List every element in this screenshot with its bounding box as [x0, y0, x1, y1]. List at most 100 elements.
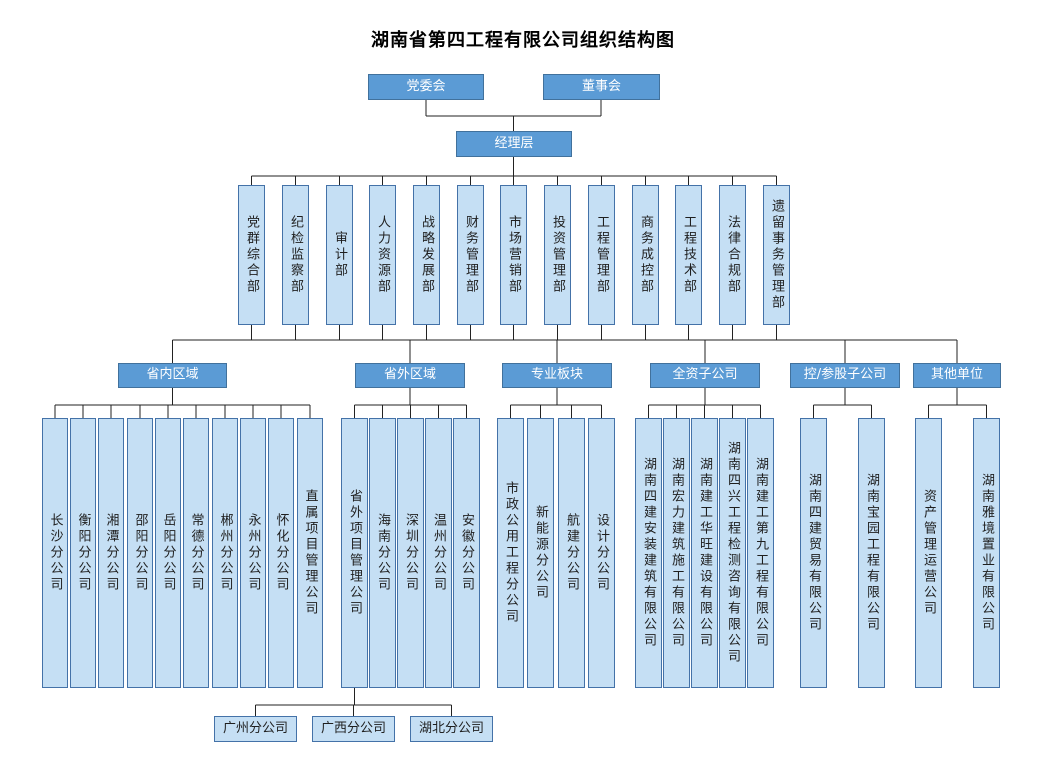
- node-label: 审计部: [332, 231, 347, 279]
- branch-box: 深圳分公司: [397, 418, 424, 688]
- node-label: 永州分公司: [245, 513, 261, 593]
- node-label: 湖南四兴工程检测咨询有限公司: [725, 441, 740, 665]
- department-box: 工程技术部: [675, 185, 702, 325]
- node-label: 深圳分公司: [403, 513, 418, 593]
- node-label: 纪检监察部: [288, 215, 303, 295]
- branch-box: 海南分公司: [369, 418, 396, 688]
- branch-box: 航建分公司: [558, 418, 585, 688]
- branch-box: 长沙分公司: [42, 418, 68, 688]
- branch-box: 广州分公司: [214, 716, 297, 742]
- group-header-other: 其他单位: [913, 363, 1001, 388]
- subsidiary-box: 湖南四建安装建筑有限公司: [635, 418, 662, 688]
- unit-box: 资产管理运营公司: [915, 418, 942, 688]
- branch-box: 温州分公司: [425, 418, 452, 688]
- branch-box: 新能源分公司: [527, 418, 554, 688]
- department-box: 商务成控部: [632, 185, 659, 325]
- group-header-provincial: 省内区域: [118, 363, 227, 388]
- node-label: 衡阳分公司: [75, 513, 91, 593]
- node-label: 航建分公司: [564, 513, 579, 593]
- node-label: 怀化分公司: [273, 513, 289, 593]
- node-label: 湖南建工华旺建设有限公司: [697, 457, 712, 649]
- node-label: 温州分公司: [431, 513, 446, 593]
- node-label: 常德分公司: [188, 513, 204, 593]
- unit-box: 湖南雅境置业有限公司: [973, 418, 1000, 688]
- branch-box: 邵阳分公司: [127, 418, 153, 688]
- subsidiary-box: 湖南四建贸易有限公司: [800, 418, 827, 688]
- branch-box: 湖北分公司: [410, 716, 493, 742]
- node-label: 市政公用工程分公司: [503, 481, 518, 625]
- department-box: 战略发展部: [413, 185, 440, 325]
- node-label: 直属项目管理公司: [302, 489, 318, 617]
- department-box: 工程管理部: [588, 185, 615, 325]
- node-label: 董事会: [581, 78, 621, 94]
- node-label: 工程技术部: [681, 215, 696, 295]
- node-label: 遗留事务管理部: [769, 199, 784, 311]
- node-label: 控/参股子公司: [803, 367, 887, 383]
- node-label: 郴州分公司: [217, 513, 233, 593]
- node-label: 湖南四建贸易有限公司: [806, 473, 821, 633]
- branch-box: 郴州分公司: [212, 418, 238, 688]
- branch-box: 安徽分公司: [453, 418, 480, 688]
- node-label: 党委会: [406, 78, 446, 94]
- node-label: 经理层: [494, 135, 534, 151]
- node-label: 湖北分公司: [418, 720, 484, 736]
- node-label: 湖南宝园工程有限公司: [864, 473, 879, 633]
- node-label: 财务管理部: [463, 215, 478, 295]
- department-box: 纪检监察部: [282, 185, 309, 325]
- node-label: 省内区域: [146, 367, 199, 383]
- node-label: 专业板块: [530, 367, 583, 383]
- node-management: 经理层: [456, 131, 572, 157]
- node-label: 投资管理部: [550, 215, 565, 295]
- node-label: 法律合规部: [725, 215, 740, 295]
- department-box: 审计部: [326, 185, 353, 325]
- branch-box: 衡阳分公司: [70, 418, 96, 688]
- group-header-holding: 控/参股子公司: [790, 363, 900, 388]
- department-box: 人力资源部: [369, 185, 396, 325]
- node-label: 全资子公司: [672, 367, 738, 383]
- node-label: 省外区域: [383, 367, 436, 383]
- branch-box: 岳阳分公司: [155, 418, 181, 688]
- branch-box: 直属项目管理公司: [297, 418, 323, 688]
- department-box: 遗留事务管理部: [763, 185, 790, 325]
- subsidiary-box: 湖南四兴工程检测咨询有限公司: [719, 418, 746, 688]
- node-board: 董事会: [543, 74, 660, 100]
- node-label: 湖南建工第九工程有限公司: [753, 457, 768, 649]
- node-label: 人力资源部: [375, 215, 390, 295]
- node-label: 党群综合部: [244, 215, 259, 295]
- node-label: 海南分公司: [375, 513, 390, 593]
- department-box: 党群综合部: [238, 185, 265, 325]
- node-label: 安徽分公司: [459, 513, 474, 593]
- branch-box: 广西分公司: [312, 716, 395, 742]
- department-box: 市场营销部: [500, 185, 527, 325]
- branch-box: 常德分公司: [183, 418, 209, 688]
- group-header-out-of-province: 省外区域: [355, 363, 465, 388]
- node-label: 广州分公司: [222, 720, 288, 736]
- node-label: 省外项目管理公司: [347, 489, 362, 617]
- node-label: 设计分公司: [594, 513, 609, 593]
- branch-box: 怀化分公司: [268, 418, 294, 688]
- node-label: 新能源分公司: [533, 505, 548, 601]
- node-label: 岳阳分公司: [160, 513, 176, 593]
- node-label: 其他单位: [930, 367, 983, 383]
- branch-box: 湘潭分公司: [98, 418, 124, 688]
- branch-box: 省外项目管理公司: [341, 418, 368, 688]
- node-label: 资产管理运营公司: [921, 489, 936, 617]
- node-label: 湖南雅境置业有限公司: [979, 473, 994, 633]
- node-label: 湖南宏力建筑施工有限公司: [669, 457, 684, 649]
- branch-box: 市政公用工程分公司: [497, 418, 524, 688]
- node-label: 湖南四建安装建筑有限公司: [641, 457, 656, 649]
- branch-box: 设计分公司: [588, 418, 615, 688]
- subsidiary-box: 湖南建工华旺建设有限公司: [691, 418, 718, 688]
- node-label: 市场营销部: [506, 215, 521, 295]
- group-header-wholly-owned: 全资子公司: [650, 363, 760, 388]
- subsidiary-box: 湖南建工第九工程有限公司: [747, 418, 774, 688]
- node-party-committee: 党委会: [368, 74, 484, 100]
- department-box: 财务管理部: [457, 185, 484, 325]
- page-title: 湖南省第四工程有限公司组织结构图: [371, 30, 675, 51]
- node-label: 湘潭分公司: [103, 513, 119, 593]
- department-box: 法律合规部: [719, 185, 746, 325]
- node-label: 战略发展部: [419, 215, 434, 295]
- node-label: 长沙分公司: [47, 513, 63, 593]
- node-label: 广西分公司: [320, 720, 386, 736]
